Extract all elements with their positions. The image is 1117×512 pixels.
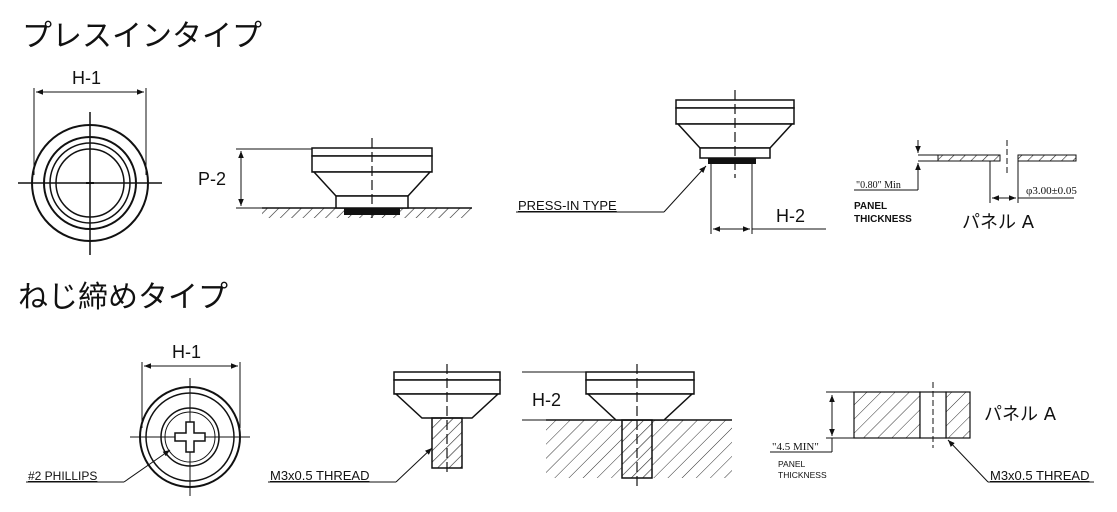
press-panel-detail: "0.80" Min PANEL THICKNESS φ3.00±0.05 パネ… [854, 140, 1077, 233]
crosshair-icon [18, 112, 162, 255]
screw-min-label: "4.5 MIN" [772, 441, 819, 453]
screw-thread-label-2: M3x0.5 THREAD [990, 468, 1089, 483]
press-h2-label: H-2 [776, 206, 805, 226]
screw-phillips-label: #2 PHILLIPS [28, 469, 97, 483]
press-top-view: H-1 [18, 68, 162, 255]
section-title-press-in: プレスインタイプ [22, 19, 262, 54]
phillips-icon [174, 421, 206, 453]
press-dia-label: φ3.00±0.05 [1026, 185, 1077, 197]
screw-side-view: M3x0.5 THREAD [268, 364, 501, 483]
press-part-view: H-2 PRESS-IN TYPE [516, 90, 826, 234]
press-panel-a-label: パネル A [962, 212, 1035, 233]
press-min-label: "0.80" Min [856, 180, 901, 191]
screw-h2-label: H-2 [532, 390, 561, 410]
screw-panel-detail: "4.5 MIN" PANEL THICKNESS パネル A M3x0.5 T… [770, 382, 1094, 483]
screw-installed-view: H-2 [522, 364, 732, 486]
press-h1-label: H-1 [72, 68, 101, 88]
screw-thread-label-1: M3x0.5 THREAD [270, 468, 369, 483]
screw-h1-label: H-1 [172, 342, 201, 362]
screw-panel-label: PANEL [778, 459, 806, 469]
screw-thickness-label: THICKNESS [778, 470, 827, 480]
press-side-view: P-2 [198, 138, 472, 222]
press-thickness-label: THICKNESS [854, 214, 912, 225]
section-title-screw: ねじ締めタイプ [18, 280, 228, 315]
press-p2-label: P-2 [198, 169, 226, 189]
screw-top-view: H-1 #2 PHILLIPS [26, 342, 250, 496]
press-in-type-label: PRESS-IN TYPE [518, 198, 617, 213]
press-panel-label: PANEL [854, 201, 887, 212]
screw-panel-a-label: パネル A [984, 404, 1057, 425]
